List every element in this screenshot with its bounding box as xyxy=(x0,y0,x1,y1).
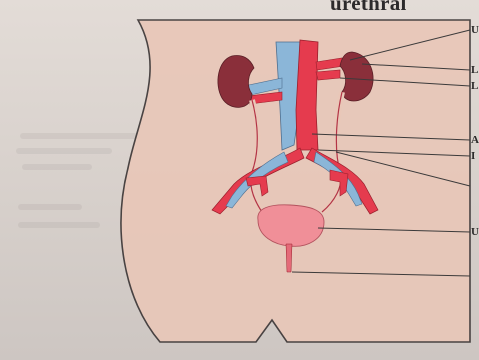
figure-label-renal-vessel: L xyxy=(471,80,478,92)
right-renal-vessel xyxy=(316,70,340,80)
figure-label-bladder: U xyxy=(471,226,479,238)
figure-label-renal-vessel: L xyxy=(471,64,478,76)
aorta xyxy=(296,40,318,150)
figure-label-aorta: A xyxy=(471,134,479,146)
urethra xyxy=(286,244,292,272)
figure-label-vena-cava: I xyxy=(471,150,475,162)
left-kidney xyxy=(218,56,254,108)
figure-label-kidney: U xyxy=(471,24,479,36)
